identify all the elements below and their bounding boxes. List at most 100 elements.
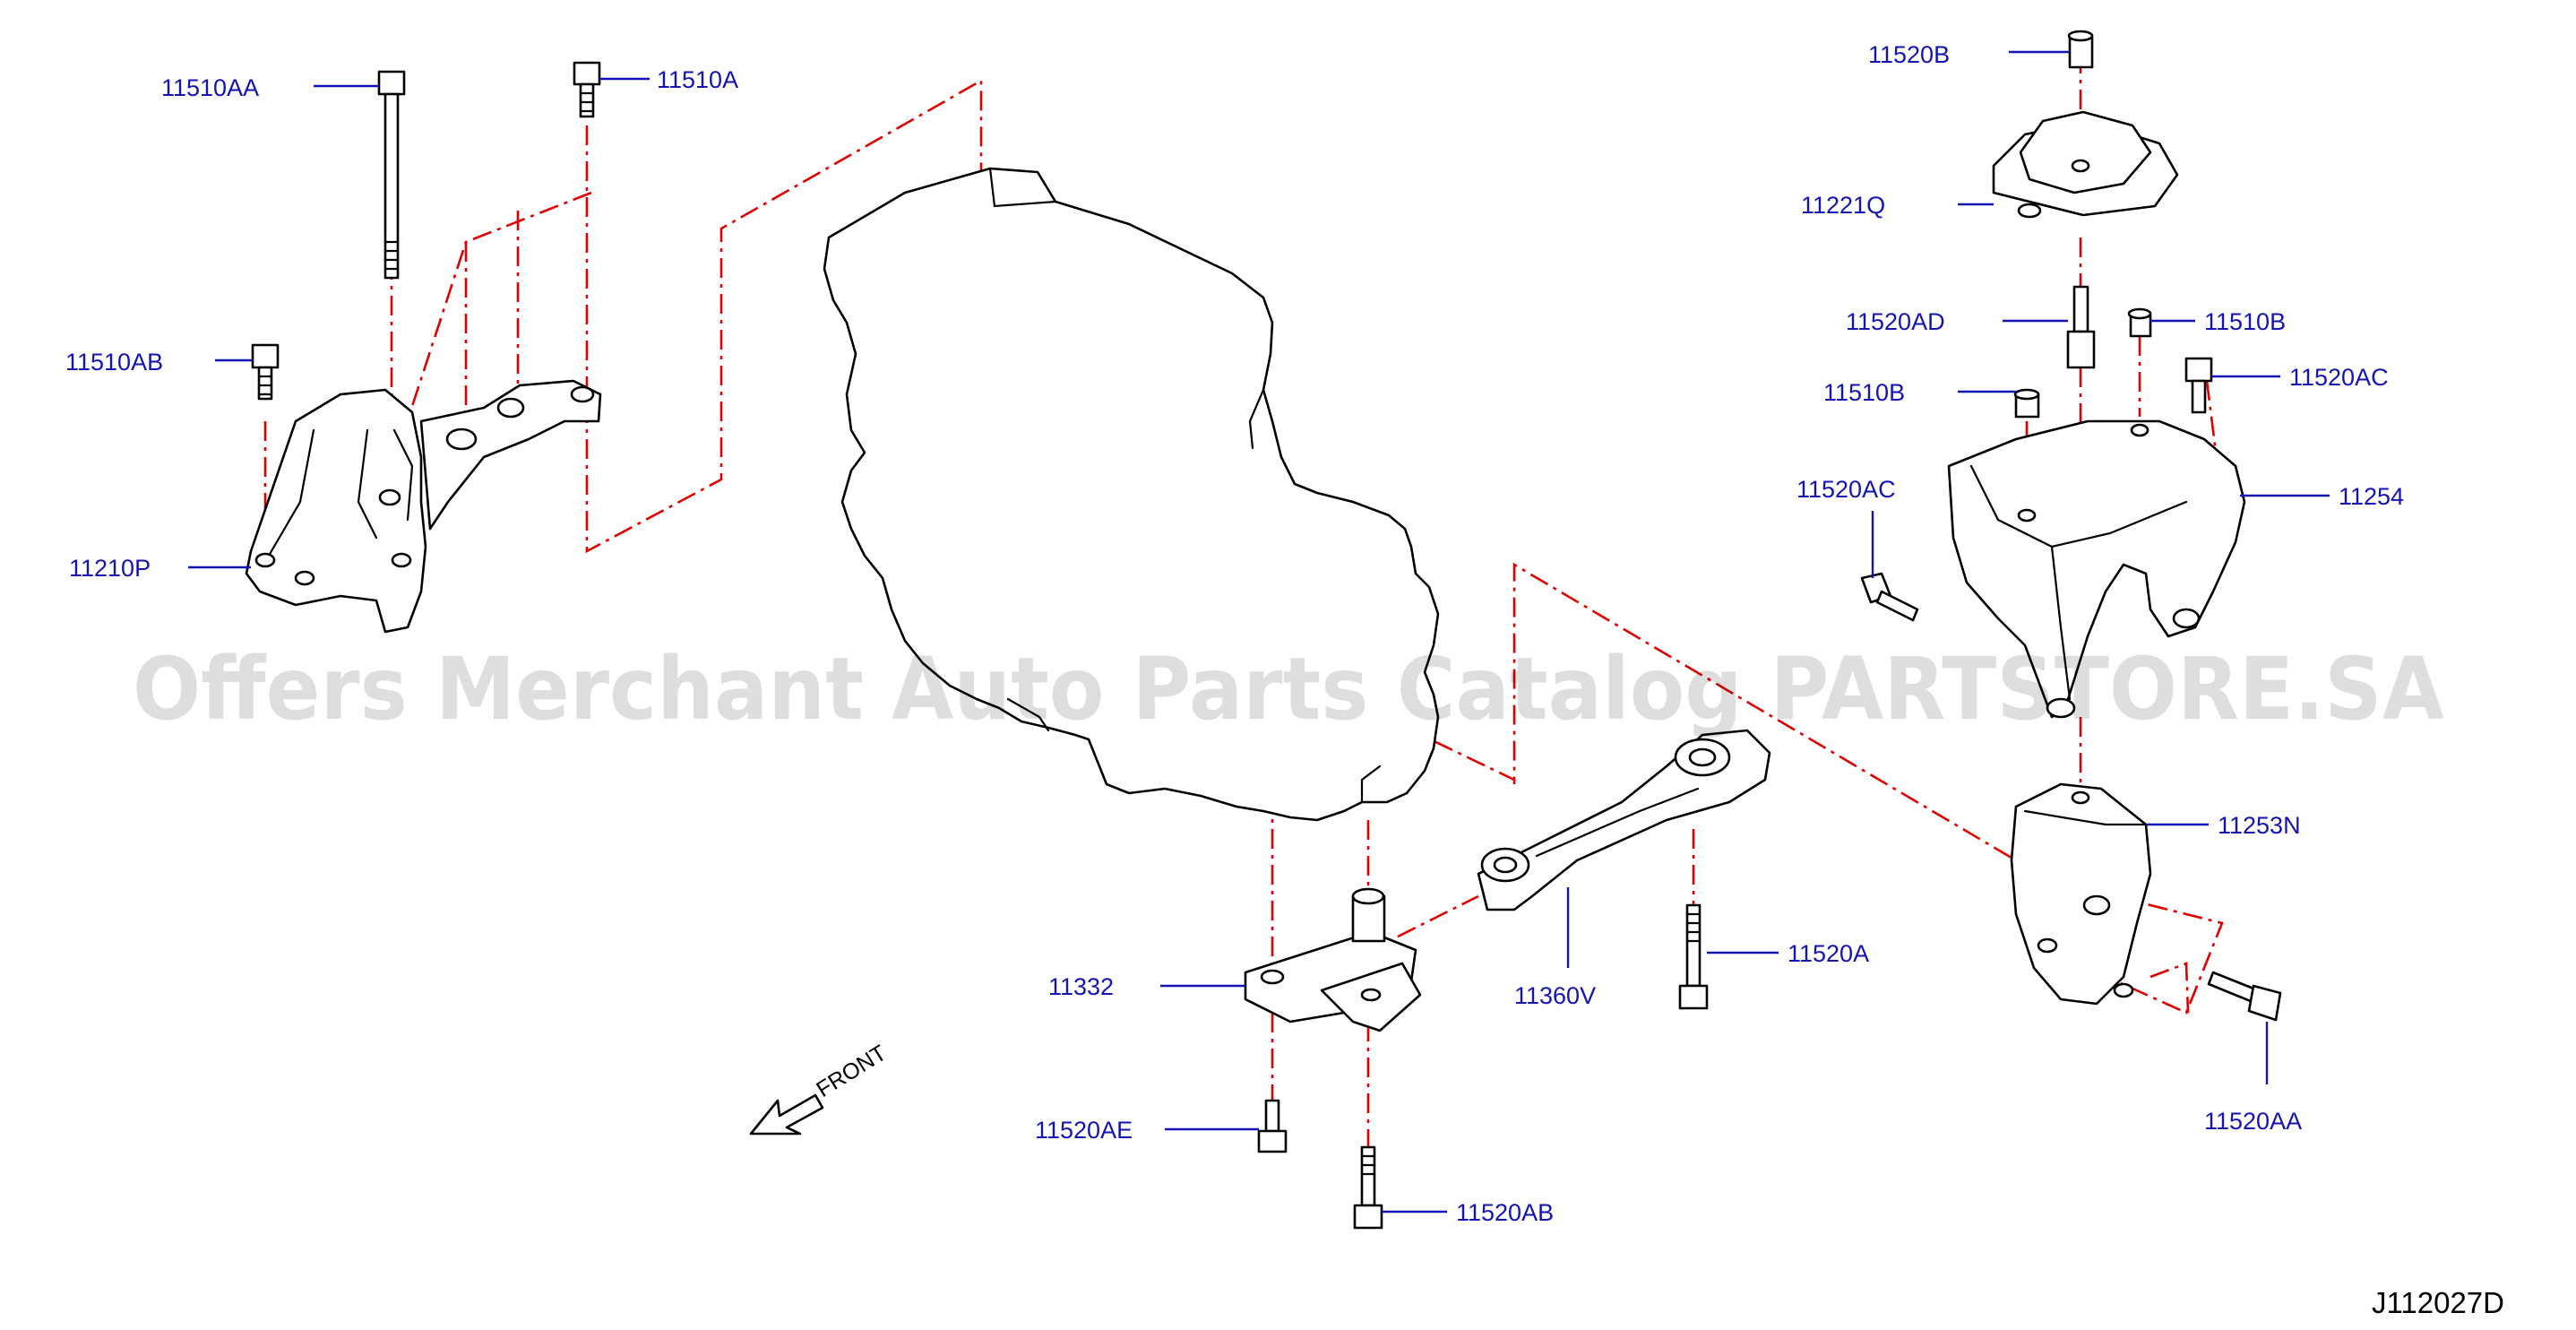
guide-line (1397, 894, 1479, 938)
insulator-11221Q (1992, 110, 2179, 219)
insulator-hole (2071, 159, 2090, 173)
bracket-hole (378, 488, 401, 506)
bolt-11510A (573, 61, 601, 118)
bolt-11520AA-bottom (2207, 971, 2282, 1022)
nut-11520B (2067, 30, 2094, 69)
callout-11520AA-bottom: 11520AA (2204, 1108, 2302, 1135)
bracket-arm (419, 379, 602, 531)
bolt-shank (257, 366, 273, 401)
engine-outline (823, 167, 1440, 822)
drawing-code: J112027D (2372, 1286, 2504, 1319)
bracket-body (1947, 419, 2246, 719)
mount-bracket-11253N (2010, 782, 2152, 1006)
rod-rib (1535, 787, 1700, 858)
rod-bushing-inner (1493, 856, 1518, 874)
bracket-hole (2046, 697, 2076, 719)
bracket-hole (294, 570, 315, 586)
bolt-shank (1875, 590, 1919, 622)
stud-body (2072, 285, 2089, 333)
callout-11510AA-top: 11510AA (161, 74, 259, 101)
callout-11332: 11332 (1048, 973, 1114, 1000)
bolt-thread (579, 91, 595, 113)
engine-detail-line (1360, 764, 1382, 804)
bracket-hole (2017, 508, 2037, 522)
bolt-thread (1360, 1154, 1376, 1176)
callout-11520AB: 11520AB (1456, 1199, 1554, 1226)
callout-11210P: 11210P (69, 555, 151, 582)
mount-bracket-11254 (1947, 419, 2246, 719)
bolt-head (2247, 984, 2282, 1022)
torque-rod-11360V (1477, 729, 1771, 911)
bolt-head (1678, 984, 1709, 1010)
bracket-hole (391, 552, 412, 568)
bolt-thread (1685, 912, 1702, 943)
bolt-thread (383, 240, 400, 271)
bracket-hole (2130, 423, 2150, 437)
engine-block (823, 167, 1440, 822)
callout-leaders (188, 50, 2330, 1213)
engine-detail-line (988, 167, 1057, 208)
insulator-top (2019, 110, 2152, 194)
bolt-head (251, 343, 280, 369)
callout-11510B-right: 11510B (2204, 308, 2286, 335)
engine-mount-bracket-11210P (245, 379, 602, 634)
bracket-hole (1260, 969, 1285, 985)
callout-11510A: 11510A (657, 66, 738, 93)
callout-11520AC-left: 11520AC (1796, 476, 1896, 503)
front-label: FRONT (812, 1041, 891, 1102)
bracket-hole (570, 385, 595, 403)
bolt-head (2184, 357, 2213, 383)
bracket-hole (254, 552, 276, 568)
engine-detail-line (1248, 388, 1265, 450)
bracket-hole (445, 428, 478, 451)
rod-bushing-inner (1688, 747, 1717, 767)
nut-top (2013, 388, 2040, 401)
stud-collar (2066, 330, 2096, 369)
stud-11520AD (2066, 285, 2096, 369)
bolt-11520AC-left (1860, 572, 1919, 622)
callout-11360V: 11360V (1514, 982, 1596, 1009)
bolt-11510AA-top (377, 70, 406, 280)
bracket-11332 (1244, 887, 1422, 1032)
callout-11253N: 11253N (2218, 812, 2301, 839)
callout-11510AB: 11510AB (65, 349, 163, 376)
nut-top (2067, 30, 2094, 42)
bracket-rib (392, 428, 414, 522)
bolt-shank (383, 92, 400, 280)
bolt-thread (257, 375, 273, 396)
nut-11510B-left (2013, 388, 2040, 419)
callout-11520A: 11520A (1788, 940, 1869, 967)
bolt-head (377, 70, 406, 96)
bracket-boss-top (1351, 887, 1385, 905)
guide-line (1401, 562, 2017, 862)
bolt-11520AB (1353, 1145, 1383, 1230)
bolt-head (1353, 1204, 1383, 1230)
bracket-hole (2113, 982, 2134, 998)
nut-top (2127, 307, 2152, 320)
callout-11520AE: 11520AE (1035, 1117, 1133, 1144)
arrow-icon (749, 1093, 824, 1136)
callout-labels: 11510AA 11510A 11510AB 11210P 11520B 112… (65, 41, 2404, 1226)
callout-11520B: 11520B (1868, 41, 1950, 68)
bolt-11510AB (251, 343, 280, 401)
bracket-hole (2071, 790, 2090, 805)
front-indicator: FRONT (749, 1041, 891, 1136)
bracket-body (245, 388, 427, 634)
bolt-11520AC-right (2184, 357, 2213, 414)
bracket-hole (2082, 894, 2111, 916)
callout-11221Q: 11221Q (1801, 192, 1885, 219)
guide-line (2046, 885, 2224, 1015)
callout-11510B-left: 11510B (1823, 379, 1905, 406)
bolt-11520A (1678, 903, 1709, 1010)
callout-11520AC-right: 11520AC (2289, 364, 2389, 391)
bolt-shank (2191, 379, 2207, 414)
bolt-shank (1264, 1099, 1280, 1133)
bracket-hole (2037, 937, 2058, 954)
bolt-head (573, 61, 601, 86)
bolt-head (1257, 1129, 1288, 1153)
bracket-rib (2050, 545, 2072, 701)
bracket-hole (496, 397, 525, 419)
bolt-11520AE (1257, 1099, 1288, 1153)
bracket-hole (1360, 988, 1382, 1002)
